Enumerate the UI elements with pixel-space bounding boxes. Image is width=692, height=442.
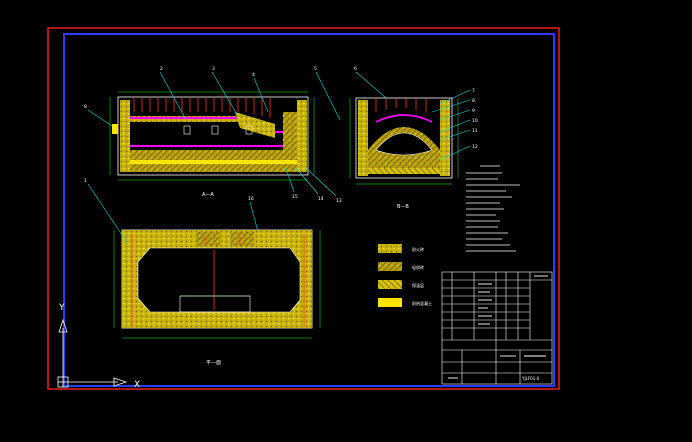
svg-text:12: 12 <box>472 144 478 150</box>
legend-label-1: 耐火砖 <box>412 246 424 252</box>
drawing-number: YJLF01-0 <box>521 376 540 381</box>
technical-notes <box>466 165 520 252</box>
legend-label-2: 轻质砖 <box>412 264 424 270</box>
svg-text:1: 1 <box>84 178 87 184</box>
ucs-y-label: Y <box>58 303 65 313</box>
legend-swatch-3 <box>378 280 402 289</box>
svg-text:15: 15 <box>292 194 298 200</box>
svg-text:11: 11 <box>472 128 478 134</box>
section-a-label: A—A <box>202 192 214 198</box>
callout-numbers: 2 3 4 5 6 8 1 15 14 13 7 8 9 10 11 12 16 <box>84 66 478 204</box>
legend-label-3: 保温层 <box>412 282 424 288</box>
svg-text:10: 10 <box>472 118 478 124</box>
svg-text:13: 13 <box>336 198 342 204</box>
title-block[interactable] <box>441 271 553 385</box>
svg-text:7: 7 <box>472 88 475 94</box>
ucs-icon: Y X <box>57 303 140 390</box>
svg-text:14: 14 <box>318 196 324 202</box>
svg-text:8: 8 <box>472 98 475 104</box>
legend-swatch-2 <box>378 262 402 271</box>
material-legend[interactable]: 耐火砖 轻质砖 保温层 耐热混凝土 <box>378 244 432 307</box>
ucs-y-arrow-icon <box>58 318 68 333</box>
section-a-view[interactable]: A—A <box>109 91 315 198</box>
svg-text:16: 16 <box>248 196 254 202</box>
svg-text:4: 4 <box>252 72 255 78</box>
svg-text:5: 5 <box>314 66 317 72</box>
callout-leaders <box>87 71 471 245</box>
title-block-fills <box>448 275 548 379</box>
svg-text:9: 9 <box>472 108 475 114</box>
svg-text:3: 3 <box>212 66 215 72</box>
section-b-label: B—B <box>397 204 409 210</box>
legend-label-4: 耐热混凝土 <box>412 300 432 306</box>
legend-swatch-4 <box>378 298 402 307</box>
outer-frame <box>47 27 560 390</box>
svg-text:8: 8 <box>84 104 87 110</box>
ucs-x-arrow-icon <box>113 377 128 387</box>
svg-text:6: 6 <box>354 66 357 72</box>
inner-frame <box>63 33 555 387</box>
svg-text:2: 2 <box>160 66 163 72</box>
section-b-view[interactable]: B—B <box>349 97 459 210</box>
plan-label: 平—面 <box>206 360 221 366</box>
ucs-x-label: X <box>134 380 140 390</box>
plan-view[interactable]: 平—面 <box>113 229 321 366</box>
legend-swatch-1 <box>378 244 402 253</box>
